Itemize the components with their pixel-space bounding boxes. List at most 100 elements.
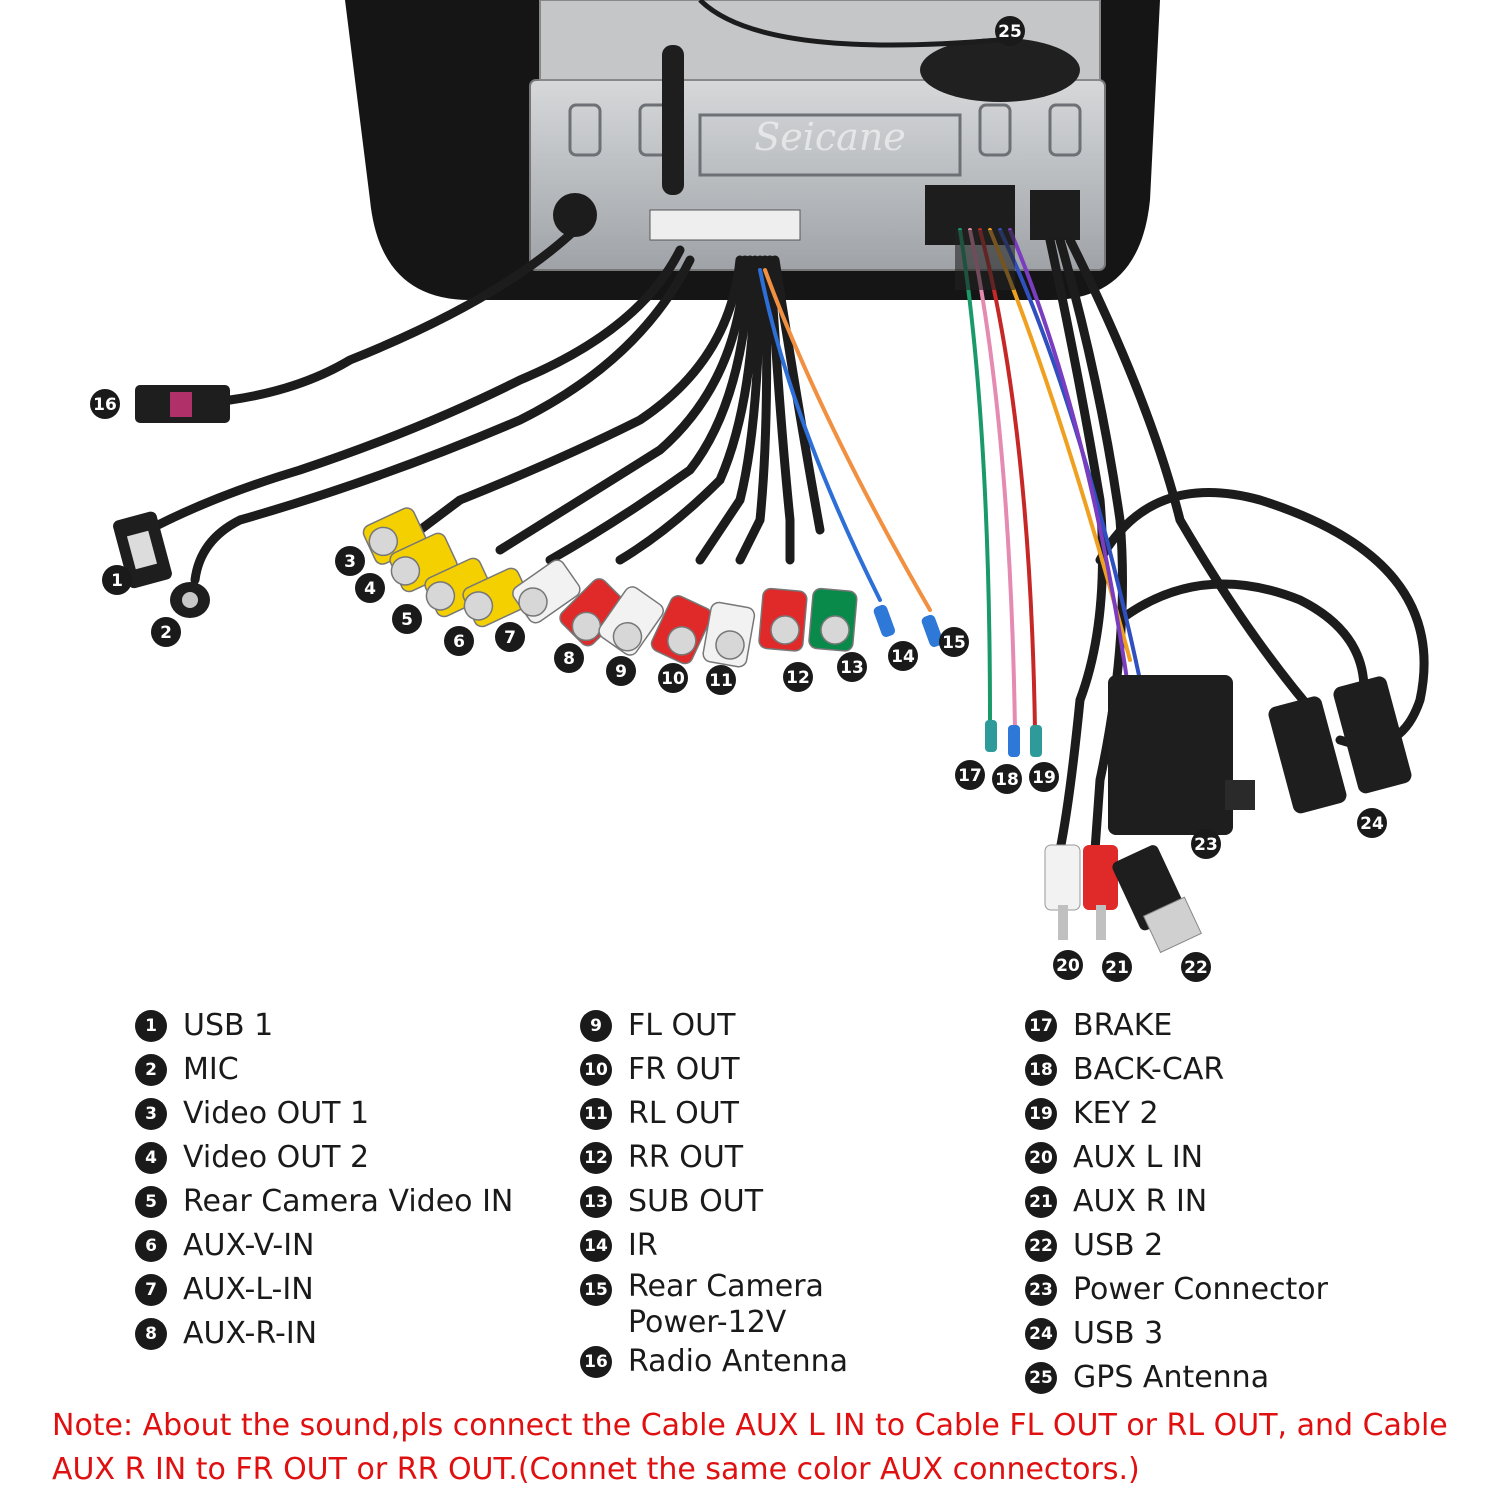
- legend-item: 19 KEY 2: [1025, 1093, 1328, 1137]
- legend-item: 9 FL OUT: [580, 1005, 848, 1049]
- legend-number: 1: [135, 1010, 167, 1042]
- legend-label: USB 3: [1073, 1316, 1164, 1351]
- legend-number: 6: [135, 1230, 167, 1262]
- legend-item: 5 Rear Camera Video IN: [135, 1181, 513, 1225]
- legend-label: USB 1: [183, 1008, 274, 1043]
- legend-label: Power Connector: [1073, 1272, 1328, 1307]
- legend-number: 19: [1025, 1098, 1057, 1130]
- legend-item: 24 USB 3: [1025, 1313, 1328, 1357]
- legend-label: Rear Camera Video IN: [183, 1184, 514, 1219]
- legend-label: AUX L IN: [1073, 1140, 1204, 1175]
- legend-label: Rear Camera Power-12V: [628, 1269, 824, 1340]
- svg-text:21: 21: [1105, 958, 1129, 978]
- legend-item: 21 AUX R IN: [1025, 1181, 1328, 1225]
- legend-label: FL OUT: [628, 1008, 736, 1043]
- svg-text:1: 1: [111, 571, 123, 591]
- legend-number: 8: [135, 1318, 167, 1350]
- usb3-connector: [1268, 696, 1347, 814]
- legend-item: 3 Video OUT 1: [135, 1093, 513, 1137]
- legend-number: 10: [580, 1054, 612, 1086]
- legend-number: 20: [1025, 1142, 1057, 1174]
- legend-number: 11: [580, 1098, 612, 1130]
- legend-number: 3: [135, 1098, 167, 1130]
- wiring-harness-illustration: Seicane: [90, 0, 1429, 982]
- svg-text:13: 13: [840, 658, 864, 678]
- legend-item: 1 USB 1: [135, 1005, 513, 1049]
- legend-number: 7: [135, 1274, 167, 1306]
- legend-item: 13 SUB OUT: [580, 1181, 848, 1225]
- svg-text:24: 24: [1360, 814, 1384, 834]
- legend-label: AUX-V-IN: [183, 1228, 315, 1263]
- legend-item: 12 RR OUT: [580, 1137, 848, 1181]
- legend-number: 14: [580, 1230, 612, 1262]
- svg-text:10: 10: [661, 669, 685, 689]
- legend-number: 9: [580, 1010, 612, 1042]
- legend-column-3: 17 BRAKE 18 BACK-CAR 19 KEY 2 20 AUX L IN 21…: [1025, 1005, 1328, 1401]
- svg-text:22: 22: [1184, 958, 1208, 978]
- legend-number: 23: [1025, 1274, 1057, 1306]
- legend-number: 4: [135, 1142, 167, 1174]
- svg-text:3: 3: [344, 552, 356, 572]
- svg-text:2: 2: [160, 623, 172, 643]
- legend-number: 22: [1025, 1230, 1057, 1262]
- legend-label: AUX-L-IN: [183, 1272, 314, 1307]
- legend-label: Radio Antenna: [628, 1344, 849, 1379]
- legend-item: 14 IR: [580, 1225, 848, 1269]
- svg-text:14: 14: [891, 647, 915, 667]
- svg-text:4: 4: [364, 579, 376, 599]
- sound-connection-note: Note: About the sound,pls connect the Ca…: [52, 1408, 1448, 1487]
- legend-label: Video OUT 1: [183, 1096, 370, 1131]
- legend-item: 18 BACK-CAR: [1025, 1049, 1328, 1093]
- svg-text:25: 25: [998, 22, 1022, 42]
- legend-number: 2: [135, 1054, 167, 1086]
- svg-text:17: 17: [958, 766, 982, 786]
- svg-text:18: 18: [995, 770, 1019, 790]
- legend-item: 17 BRAKE: [1025, 1005, 1328, 1049]
- power-connector: [1108, 675, 1233, 835]
- legend-label: KEY 2: [1073, 1096, 1159, 1131]
- gps-antenna: [920, 38, 1080, 102]
- legend-item: 10 FR OUT: [580, 1049, 848, 1093]
- legend-number: 16: [580, 1346, 612, 1378]
- seicane-watermark: Seicane: [754, 115, 906, 159]
- legend-label: SUB OUT: [628, 1184, 764, 1219]
- legend-number: 25: [1025, 1362, 1057, 1394]
- legend-label: AUX R IN: [1073, 1184, 1208, 1219]
- photo-callouts: 1 2 3 4 5 6 7 8 9 10 11 12 13 14 15 16 1…: [90, 16, 1387, 982]
- legend-item: 2 MIC: [135, 1049, 513, 1093]
- rca-connectors: [362, 507, 858, 668]
- legend-number: 15: [580, 1274, 612, 1306]
- legend-label: AUX-R-IN: [183, 1316, 318, 1351]
- legend-number: 5: [135, 1186, 167, 1218]
- legend-number: 18: [1025, 1054, 1057, 1086]
- svg-text:8: 8: [563, 649, 575, 669]
- legend-item: 22 USB 2: [1025, 1225, 1328, 1269]
- svg-text:23: 23: [1194, 835, 1218, 855]
- legend-label: BRAKE: [1073, 1008, 1173, 1043]
- legend-item: 15 Rear Camera Power-12V: [580, 1269, 848, 1341]
- legend-label: IR: [628, 1228, 658, 1263]
- legend-label: RR OUT: [628, 1140, 744, 1175]
- legend-number: 24: [1025, 1318, 1057, 1350]
- legend-item: 7 AUX-L-IN: [135, 1269, 513, 1313]
- legend-item: 8 AUX-R-IN: [135, 1313, 513, 1357]
- svg-text:5: 5: [401, 610, 413, 630]
- legend-label: FR OUT: [628, 1052, 740, 1087]
- svg-text:11: 11: [709, 671, 733, 691]
- svg-text:19: 19: [1032, 768, 1056, 788]
- legend-label: USB 2: [1073, 1228, 1164, 1263]
- legend-label: MIC: [183, 1052, 239, 1087]
- legend-label: Video OUT 2: [183, 1140, 370, 1175]
- legend-number: 12: [580, 1142, 612, 1174]
- legend-number: 21: [1025, 1186, 1057, 1218]
- svg-text:12: 12: [786, 668, 810, 688]
- svg-text:6: 6: [453, 632, 465, 652]
- svg-text:20: 20: [1056, 956, 1080, 976]
- legend-number: 13: [580, 1186, 612, 1218]
- legend-label: BACK-CAR: [1073, 1052, 1225, 1087]
- legend-number: 17: [1025, 1010, 1057, 1042]
